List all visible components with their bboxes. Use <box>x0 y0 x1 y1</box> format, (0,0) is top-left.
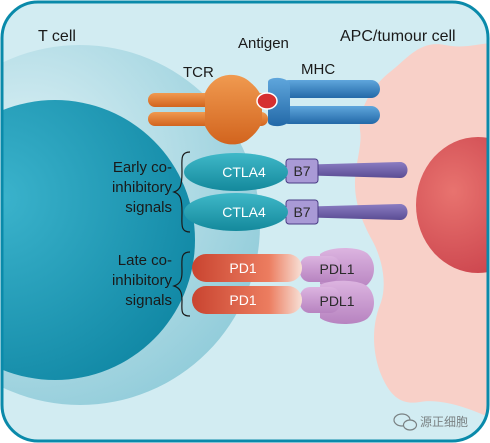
b7-label-1: B7 <box>293 163 310 179</box>
mhc-molecule <box>268 77 380 127</box>
pdl1-label-1: PDL1 <box>319 261 354 277</box>
early-signals-line-2: inhibitory <box>112 179 173 196</box>
pdl1-label-2: PDL1 <box>319 293 354 309</box>
watermark: 源正细胞 <box>393 413 468 431</box>
late-signals-line-3: signals <box>125 292 172 309</box>
pd1-label-2: PD1 <box>229 292 256 308</box>
pd1-label-1: PD1 <box>229 260 256 276</box>
watermark-text: 源正细胞 <box>420 415 468 429</box>
pd1-pdl1-pair-2 <box>192 280 374 324</box>
ctla4-label-2: CTLA4 <box>222 204 266 220</box>
wechat-icon <box>393 413 418 431</box>
early-signals-line-1: Early co- <box>113 159 172 176</box>
t-cell-nucleus <box>2 100 195 380</box>
late-signals-label: Late co- inhibitory signals <box>112 252 173 309</box>
tcr-label: TCR <box>183 64 214 81</box>
b7-label-2: B7 <box>293 204 310 220</box>
late-signals-brace <box>172 251 191 317</box>
mhc-label: MHC <box>301 61 335 78</box>
early-signals-brace <box>172 151 191 233</box>
apc-nucleus <box>416 137 488 273</box>
t-cell-label: T cell <box>38 28 76 45</box>
antigen-label: Antigen <box>238 35 289 52</box>
early-signals-line-3: signals <box>125 199 172 216</box>
apc-cell-label: APC/tumour cell <box>340 28 456 45</box>
ctla4-b7-pair-2 <box>184 193 408 231</box>
late-signals-line-2: inhibitory <box>112 272 173 289</box>
late-signals-line-1: Late co- <box>118 252 172 269</box>
ctla4-b7-pair-1 <box>184 153 408 191</box>
tcr-receptor <box>148 74 268 145</box>
ctla4-label-1: CTLA4 <box>222 164 266 180</box>
pd1-pdl1-pair-1 <box>192 248 374 290</box>
antigen-peptide <box>256 92 278 110</box>
early-signals-label: Early co- inhibitory signals <box>112 159 173 216</box>
